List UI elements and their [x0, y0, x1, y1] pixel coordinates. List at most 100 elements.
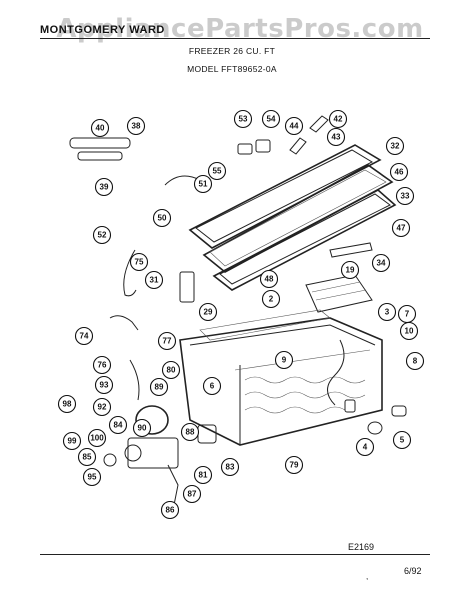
svg-text:74: 74: [80, 332, 89, 341]
svg-text:2: 2: [269, 295, 274, 304]
header-divider: [40, 38, 430, 39]
callout-86: 86: [160, 500, 180, 520]
callout-98: 98: [57, 394, 77, 414]
footer-date: 6/92: [404, 566, 422, 576]
svg-text:6: 6: [210, 382, 215, 391]
callout-48: 48: [259, 269, 279, 289]
svg-text:79: 79: [290, 461, 299, 470]
svg-text:40: 40: [96, 124, 105, 133]
callout-75: 75: [129, 252, 149, 272]
callout-74: 74: [74, 326, 94, 346]
svg-text:10: 10: [405, 327, 414, 336]
svg-text:31: 31: [150, 276, 159, 285]
svg-text:51: 51: [199, 180, 208, 189]
svg-text:8: 8: [413, 357, 418, 366]
svg-text:47: 47: [397, 224, 406, 233]
svg-text:43: 43: [332, 133, 341, 142]
svg-text:83: 83: [226, 463, 235, 472]
callout-47: 47: [391, 218, 411, 238]
watermark-text: AppliancePartsPros.com: [56, 14, 424, 44]
callout-85: 85: [77, 447, 97, 467]
svg-text:99: 99: [68, 437, 77, 446]
basket-and-divider: [305, 242, 373, 313]
footer-divider: [40, 554, 430, 555]
cabinet-body: [179, 309, 383, 446]
callout-40: 40: [90, 118, 110, 138]
callout-55: 55: [207, 161, 227, 181]
callout-95: 95: [82, 467, 102, 487]
callout-8: 8: [405, 351, 425, 371]
footer-mark: ,: [366, 572, 369, 581]
callout-9: 9: [274, 350, 294, 370]
callout-89: 89: [149, 377, 169, 397]
callout-87: 87: [182, 484, 202, 504]
brand-heading: MONTGOMERY WARD: [40, 24, 165, 36]
callout-50: 50: [152, 208, 172, 228]
callout-38: 38: [126, 116, 146, 136]
callout-100: 100: [87, 428, 107, 448]
figure-code: E2169: [348, 542, 375, 552]
callout-33: 33: [395, 186, 415, 206]
svg-text:85: 85: [83, 453, 92, 462]
svg-text:54: 54: [267, 115, 276, 124]
callout-32: 32: [385, 136, 405, 156]
callout-88: 88: [180, 422, 200, 442]
callout-92: 92: [92, 397, 112, 417]
callout-34: 34: [371, 253, 391, 273]
callout-7: 7: [397, 304, 417, 324]
svg-text:77: 77: [163, 337, 172, 346]
svg-text:39: 39: [100, 183, 109, 192]
svg-text:52: 52: [98, 231, 107, 240]
svg-text:87: 87: [188, 490, 197, 499]
callout-51: 51: [193, 174, 213, 194]
svg-text:38: 38: [132, 122, 141, 131]
handle-parts: [69, 115, 329, 297]
svg-text:93: 93: [100, 381, 109, 390]
svg-text:34: 34: [377, 259, 386, 268]
compressor-assembly: [103, 271, 407, 506]
svg-text:81: 81: [199, 471, 208, 480]
svg-text:5: 5: [400, 436, 405, 445]
svg-text:88: 88: [186, 428, 195, 437]
svg-text:84: 84: [114, 421, 123, 430]
svg-text:75: 75: [135, 258, 144, 267]
callout-52: 52: [92, 225, 112, 245]
svg-text:48: 48: [265, 275, 274, 284]
callout-44: 44: [284, 116, 304, 136]
callout-54: 54: [261, 109, 281, 129]
svg-text:19: 19: [346, 266, 355, 275]
callout-80: 80: [161, 360, 181, 380]
callout-76: 76: [92, 355, 112, 375]
callout-83: 83: [220, 457, 240, 477]
callout-81: 81: [193, 465, 213, 485]
svg-text:44: 44: [290, 122, 299, 131]
lid-assembly: [188, 144, 397, 291]
diagram-title: FREEZER 26 CU. FT: [188, 46, 276, 56]
svg-text:98: 98: [63, 400, 72, 409]
svg-text:95: 95: [88, 473, 97, 482]
callout-79: 79: [284, 455, 304, 475]
callout-46: 46: [389, 162, 409, 182]
callout-39: 39: [94, 177, 114, 197]
callout-4: 4: [355, 437, 375, 457]
svg-text:3: 3: [385, 308, 390, 317]
svg-text:7: 7: [405, 310, 410, 319]
svg-text:29: 29: [204, 308, 213, 317]
callout-31: 31: [144, 270, 164, 290]
callout-5: 5: [392, 430, 412, 450]
callout-93: 93: [94, 375, 114, 395]
callout-90: 90: [132, 418, 152, 438]
svg-text:4: 4: [363, 443, 368, 452]
svg-text:76: 76: [98, 361, 107, 370]
callout-19: 19: [340, 260, 360, 280]
svg-text:9: 9: [282, 356, 287, 365]
svg-text:42: 42: [334, 115, 343, 124]
callout-3: 3: [377, 302, 397, 322]
callout-29: 29: [198, 302, 218, 322]
svg-text:100: 100: [90, 434, 104, 443]
callout-77: 77: [157, 331, 177, 351]
svg-text:90: 90: [138, 424, 147, 433]
callout-43: 43: [326, 127, 346, 147]
